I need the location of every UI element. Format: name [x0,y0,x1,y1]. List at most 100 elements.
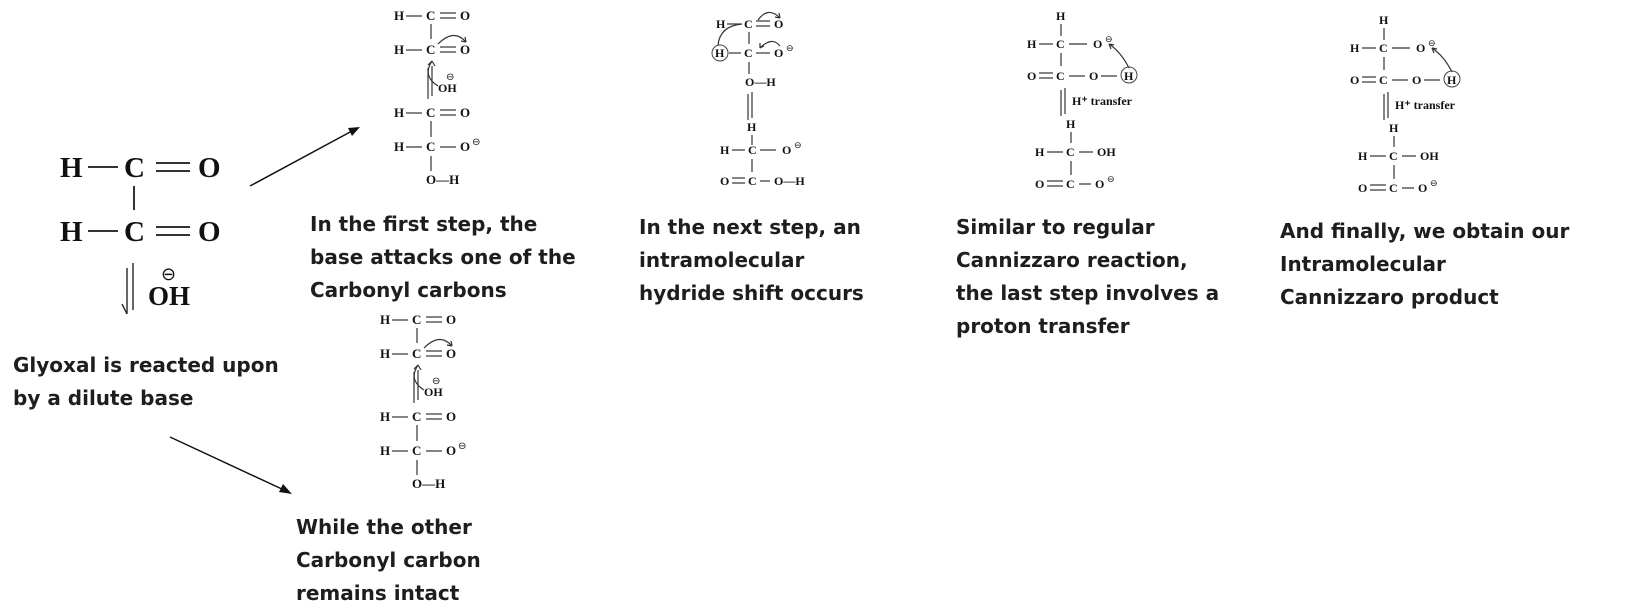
atom-label: O [1416,41,1425,55]
atom-label: ⊖ [794,140,802,150]
atom-label: C [412,443,421,458]
atom-label: C [748,143,757,157]
atom-label: C [426,42,435,57]
arrowhead [348,127,360,136]
atom-label: O—H [426,172,459,187]
atom-label: ⊖ [1428,38,1436,48]
atom-label: ⊖ [1107,174,1115,184]
atom-label: H [394,42,404,57]
atom-label: H [394,105,404,120]
atom-label: O [1089,69,1098,83]
atom-h: H [60,216,83,248]
atom-h: H [60,152,83,184]
atom-o: O [198,216,221,248]
atom-label: H [1027,37,1037,51]
atom-label: O [460,8,470,23]
atom-label: H [394,139,404,154]
atom-label: O [1093,37,1102,51]
arrow-to-first-step [249,130,353,187]
atom-label: O [460,42,470,57]
atom-label: C [426,8,435,23]
atom-label: O [1418,181,1427,195]
atom-label: OH [438,81,457,95]
caption-hydride-shift: In the next step, an intramolecular hydr… [639,215,864,305]
atom-label: H [715,46,725,60]
atom-label: C [1056,69,1065,83]
atom-label: OH [1420,149,1439,163]
atom-label: H [380,409,390,424]
atom-label: C [412,346,421,361]
atom-label: O [460,139,470,154]
atom-label: O—H [745,75,776,89]
caption-other-carbonyl: While the other Carbonyl carbon remains … [296,515,481,605]
atom-label: H [1358,149,1368,163]
atom-label: C [748,174,757,188]
atom-label: ⊖ [446,72,454,83]
atom-label: H [1066,117,1076,131]
atom-label: H [1379,13,1389,27]
atom-label: OH [1097,145,1116,159]
atom-label: O [446,443,456,458]
step1-other-carbonyl-structure: H C O H C O OH ⊖ H C O H C O ⊖ O—H [380,312,466,491]
atom-label: C [1379,41,1388,55]
atom-label: H [380,312,390,327]
atom-label: C [1056,37,1065,51]
atom-label: C [1066,145,1075,159]
step2-structure: H C O H C O ⊖ O—H H H C O ⊖ O C O—H [711,11,805,188]
atom-label: C [1066,177,1075,191]
atom-label: O [774,46,783,60]
step3-structure: H H C O ⊖ O C O H H⁺ transfer H H C OH O… [1027,9,1138,191]
atom-label: H [1447,73,1457,87]
atom-label: ⊖ [786,43,794,53]
caption-final: And finally, we obtain our Intramolecula… [1280,219,1570,309]
atom-label: C [1379,73,1388,87]
atom-c: C [124,152,145,184]
arrowhead [279,484,292,494]
atom-label: C [1389,181,1398,195]
atom-label: O [1350,73,1359,87]
negative-charge-symbol: ⊖ [161,264,176,284]
atom-label: O [1035,177,1044,191]
atom-label: H [380,346,390,361]
atom-label: H [1124,69,1134,83]
atom-label: H [1035,145,1045,159]
glyoxal-structure: H C O H C O OH ⊖ [60,152,221,315]
caption-first-step: In the first step, the base attacks one … [310,212,576,302]
atom-label: O—H [412,476,445,491]
atom-label: ⊖ [458,441,466,452]
h-transfer-label: H⁺ transfer [1072,94,1133,108]
atom-label: H [747,120,757,134]
atom-label: O [446,409,456,424]
atom-label: O [774,17,783,31]
atom-label: C [744,17,753,31]
atom-label: O [1412,73,1421,87]
atom-label: C [426,139,435,154]
atom-label: H [716,17,726,31]
atom-label: H [380,443,390,458]
hydroxide-label: OH [148,281,190,311]
atom-label: C [426,105,435,120]
atom-label: H [1056,9,1066,23]
atom-label: C [1389,149,1398,163]
atom-label: O—H [774,174,805,188]
atom-label: O [460,105,470,120]
atom-label: O [1358,181,1367,195]
atom-label: ⊖ [472,137,480,148]
step1-structure: H C O H C O OH ⊖ H C O H C O ⊖ O—H [394,8,480,187]
caption-glyoxal: Glyoxal is reacted upon by a dilute base [13,353,279,410]
atom-label: C [744,46,753,60]
atom-label: H [1350,41,1360,55]
atom-label: ⊖ [432,376,440,387]
atom-c: C [124,216,145,248]
atom-label: O [1095,177,1104,191]
atom-label: C [412,409,421,424]
atom-label: ⊖ [1105,34,1113,44]
atom-label: H [394,8,404,23]
atom-label: ⊖ [1430,178,1438,188]
h-transfer-label: H⁺ transfer [1395,98,1456,112]
atom-o: O [198,152,221,184]
final-structure: H H C O ⊖ O C O H H⁺ transfer H H C OH O… [1350,13,1461,195]
atom-label: O [720,174,729,188]
atom-label: O [446,312,456,327]
atom-label: OH [424,385,443,399]
